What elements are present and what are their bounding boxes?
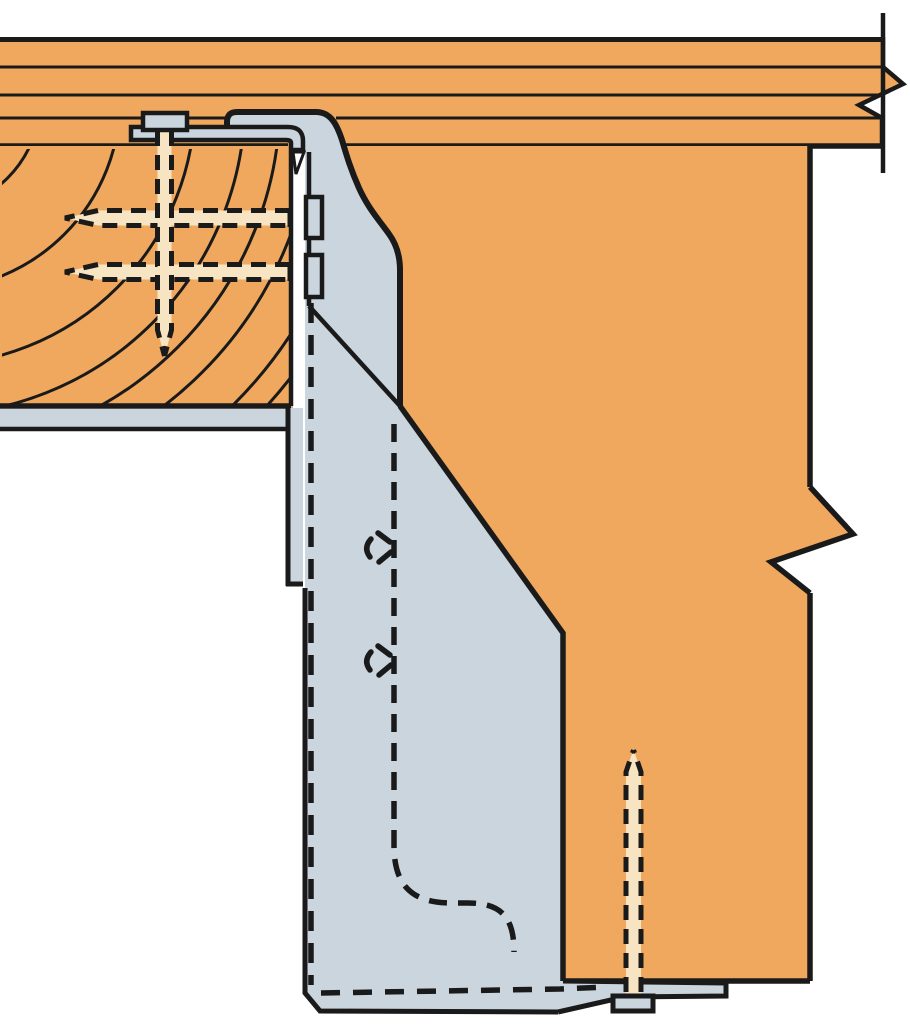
seat-nail-outline	[623, 749, 644, 992]
seat-nail	[610, 749, 656, 1014]
vertical-nail-outline	[155, 131, 174, 357]
hidden-edge-seat	[320, 984, 609, 996]
hanger-bottom-outline	[302, 588, 559, 1015]
hanger-stirrup-sloped-edge	[397, 404, 566, 981]
hanger-back-leg-fill	[288, 408, 303, 586]
flange-bend-gap	[291, 150, 307, 175]
seat-nail-shaft	[626, 749, 641, 995]
hidden-nail-point-1	[364, 530, 394, 565]
hidden-edge-joist-end	[391, 424, 517, 953]
horizontal-nail-1-shaft	[65, 210, 290, 226]
vertical-nail-shaft	[157, 127, 172, 357]
joist-fill	[344, 146, 853, 981]
under-strip-fill	[0, 409, 292, 428]
hidden-nail-point-2	[364, 643, 394, 678]
seat-nail-head	[610, 993, 656, 1014]
horizontal-nail-2-shaft	[65, 264, 290, 280]
hanger-stirrup-top-edge	[307, 304, 402, 408]
strip-under-header	[0, 408, 303, 587]
hanger-body-fill	[227, 112, 726, 1012]
header-nails	[64, 110, 293, 357]
joist-break-zigzag	[765, 485, 858, 596]
hanger-far-strap-outline	[224, 109, 403, 406]
vertical-nail-head	[140, 110, 190, 133]
hanger-back-leg-outline	[285, 408, 303, 587]
hanger-nail-tab-2	[303, 252, 325, 300]
hanger-seat-outline	[557, 978, 729, 1015]
hanger-nail-tab-1	[303, 194, 325, 241]
